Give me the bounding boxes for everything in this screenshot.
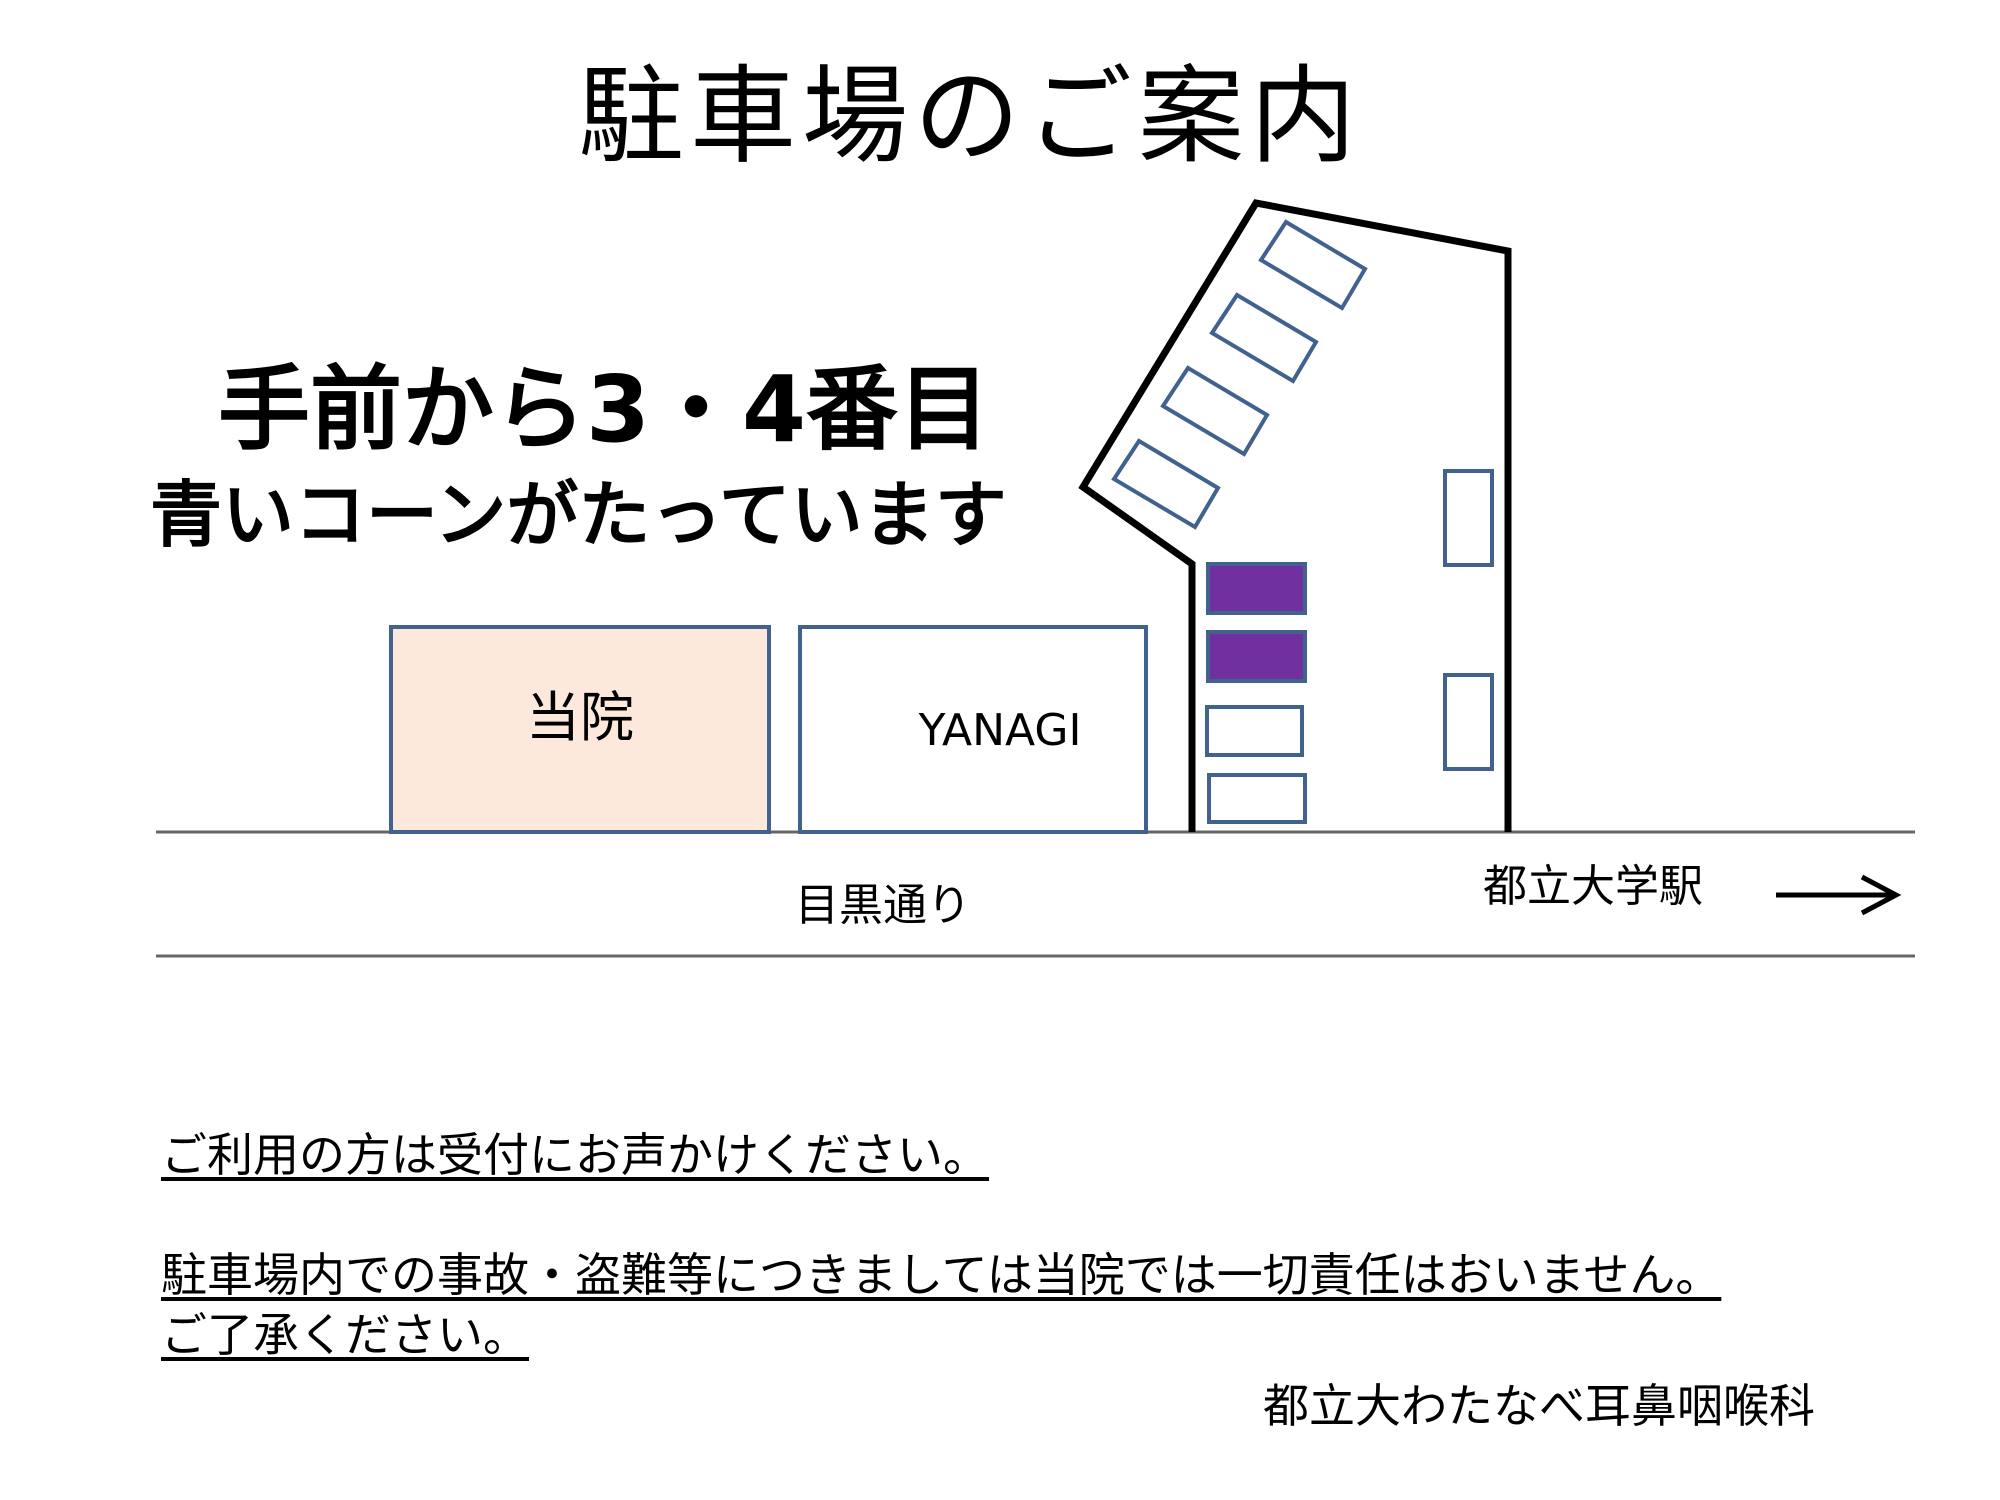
instruction-main: 手前から3・4番目 <box>218 356 991 463</box>
parking-space <box>1443 469 1494 567</box>
page-title: 駐車場のご案内 <box>578 55 1362 178</box>
parking-space <box>1443 673 1494 771</box>
parking-space-4-marked <box>1206 630 1307 683</box>
parking-space-angled <box>1258 219 1368 311</box>
neighbor-label: YANAGI <box>918 705 1082 756</box>
parking-space-angled <box>1160 365 1270 457</box>
instruction-sub: 青いコーンがたっています <box>150 473 1007 557</box>
parking-space-angled <box>1111 438 1221 530</box>
note-reception: ご利用の方は受付にお声かけください。 <box>161 1128 989 1182</box>
clinic-signature: 都立大わたなべ耳鼻咽喉科 <box>1263 1379 1815 1433</box>
station-label: 都立大学駅 <box>1483 861 1703 912</box>
street-label: 目黒通り <box>795 880 971 931</box>
parking-space <box>1205 705 1304 757</box>
parking-space-angled <box>1209 292 1319 384</box>
parking-space <box>1207 773 1307 824</box>
right-arrow-icon <box>1776 874 1902 916</box>
note-acknowledge: ご了承ください。 <box>161 1308 529 1362</box>
parking-space-3-marked <box>1206 562 1307 615</box>
note-liability: 駐車場内での事故・盗難等につきましては当院では一切責任はおいません。 <box>161 1248 1722 1302</box>
clinic-building <box>389 625 771 834</box>
parking-lot-outline <box>1078 199 1512 832</box>
yanagi-building <box>798 625 1148 834</box>
clinic-label: 当院 <box>526 686 634 749</box>
